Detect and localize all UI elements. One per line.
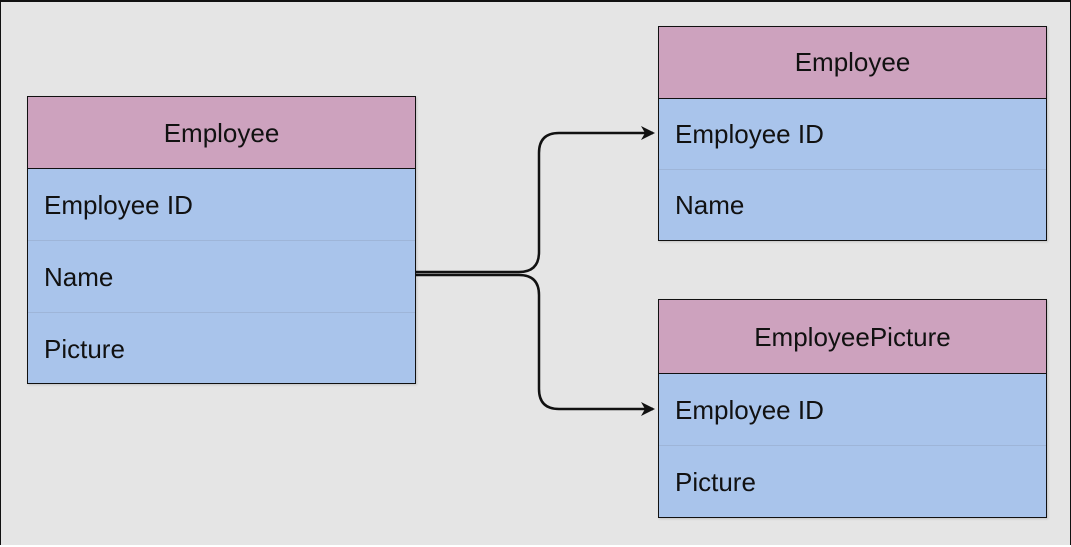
field-employee-id: Employee ID [28, 169, 415, 241]
entity-title: Employee [28, 97, 415, 169]
field-picture: Picture [44, 334, 125, 364]
connector-to-employeepicture [413, 273, 655, 416]
field-employee-id: Employee ID [659, 374, 1046, 446]
connector-to-employee [413, 126, 655, 274]
entity-employeepicture[interactable]: EmployeePicture Employee ID Picture [658, 299, 1047, 518]
entity-title: Employee [659, 27, 1046, 99]
entity-employee[interactable]: Employee Employee ID Name [658, 26, 1047, 241]
entity-employee-source[interactable]: Employee Employee ID Name Picture [27, 96, 416, 384]
field-picture: Picture [675, 467, 756, 497]
field-name: Name [675, 190, 745, 220]
field-employee-id: Employee ID [659, 99, 1046, 170]
field-name: Name [28, 241, 415, 313]
entity-title: EmployeePicture [659, 300, 1046, 374]
